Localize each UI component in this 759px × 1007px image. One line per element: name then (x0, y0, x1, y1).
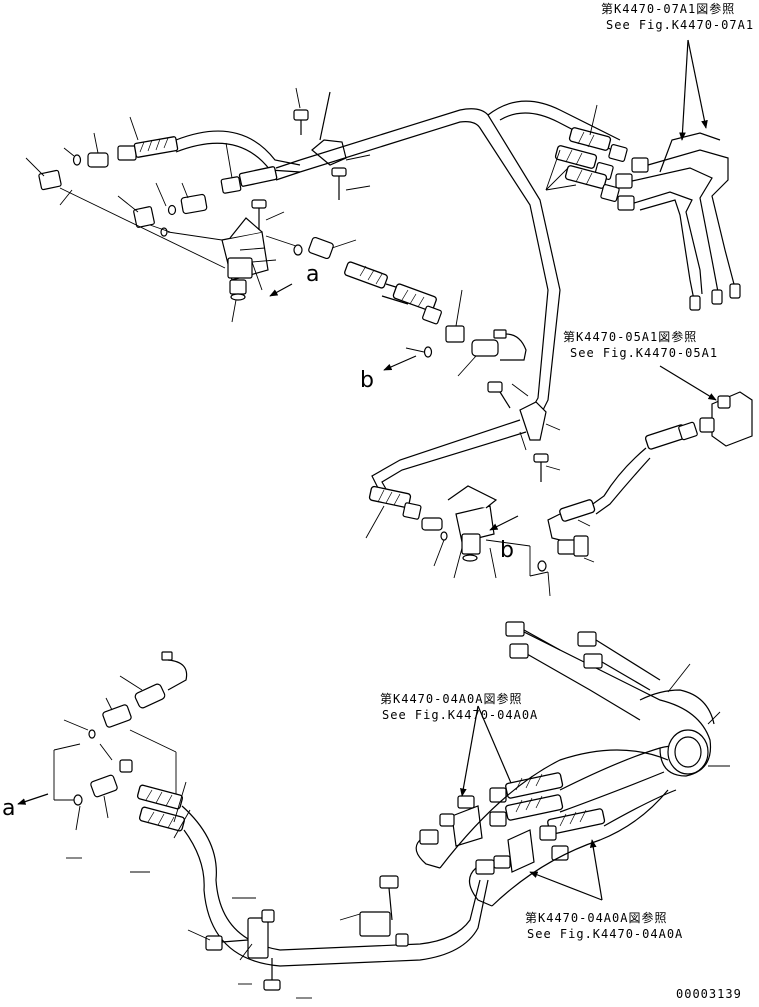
ref-07a1-jp: 第K4470-07A1図参照 (601, 2, 736, 16)
right-valve-05a1 (537, 391, 753, 597)
arrow-b-left (383, 355, 417, 371)
arrow-a-top (269, 283, 293, 297)
arrow-ref-04a0a-low-right (589, 839, 603, 901)
lower-left-sensor-group (53, 651, 188, 831)
valves-04a0a (415, 795, 535, 907)
lower-clamps (187, 875, 409, 999)
marker-a-top: a (306, 262, 320, 287)
leader-lines-upper-left (25, 116, 237, 323)
upper-right-hoses (545, 104, 741, 311)
upper-long-hose (299, 100, 621, 421)
mid-hose-assembly (344, 261, 527, 377)
arrow-b-right (489, 515, 519, 531)
marker-b-left: b (360, 368, 374, 393)
upper-left-fittings (38, 130, 301, 269)
lower-right-hose-bundle (439, 621, 730, 907)
mid-clamp (371, 381, 561, 497)
ref-04a0a-lower-en: See Fig.K4470-04A0A (527, 927, 684, 941)
arrow-ref-05a1 (659, 365, 717, 401)
upper-clamp (293, 87, 371, 200)
lower-left-hoses (66, 781, 489, 967)
ref-07a1-en: See Fig.K4470-07A1 (606, 18, 755, 32)
marker-a-left: a (2, 796, 16, 821)
upper-valve-assembly (221, 199, 357, 301)
arrow-ref-04a0a-up-left (460, 705, 479, 797)
arrow-a-left (17, 793, 49, 805)
arrow-ref-04a0a-up-right (477, 705, 515, 791)
arrow-ref-07a1-right (687, 39, 708, 129)
lower-valve-assembly (365, 485, 549, 579)
ref-05a1-en: See Fig.K4470-05A1 (570, 346, 719, 360)
marker-b-right: b (500, 538, 514, 563)
arrow-ref-07a1-left (679, 39, 689, 141)
ref-04a0a-upper-en: See Fig.K4470-04A0A (382, 708, 539, 722)
arrow-ref-04a0a-low-left (529, 871, 603, 901)
ref-04a0a-lower-jp: 第K4470-04A0A図参照 (525, 911, 668, 925)
drawing-number: 00003139 (676, 987, 742, 1001)
ref-05a1-jp: 第K4470-05A1図参照 (563, 330, 698, 344)
ref-04a0a-upper-jp: 第K4470-04A0A図参照 (380, 692, 523, 706)
